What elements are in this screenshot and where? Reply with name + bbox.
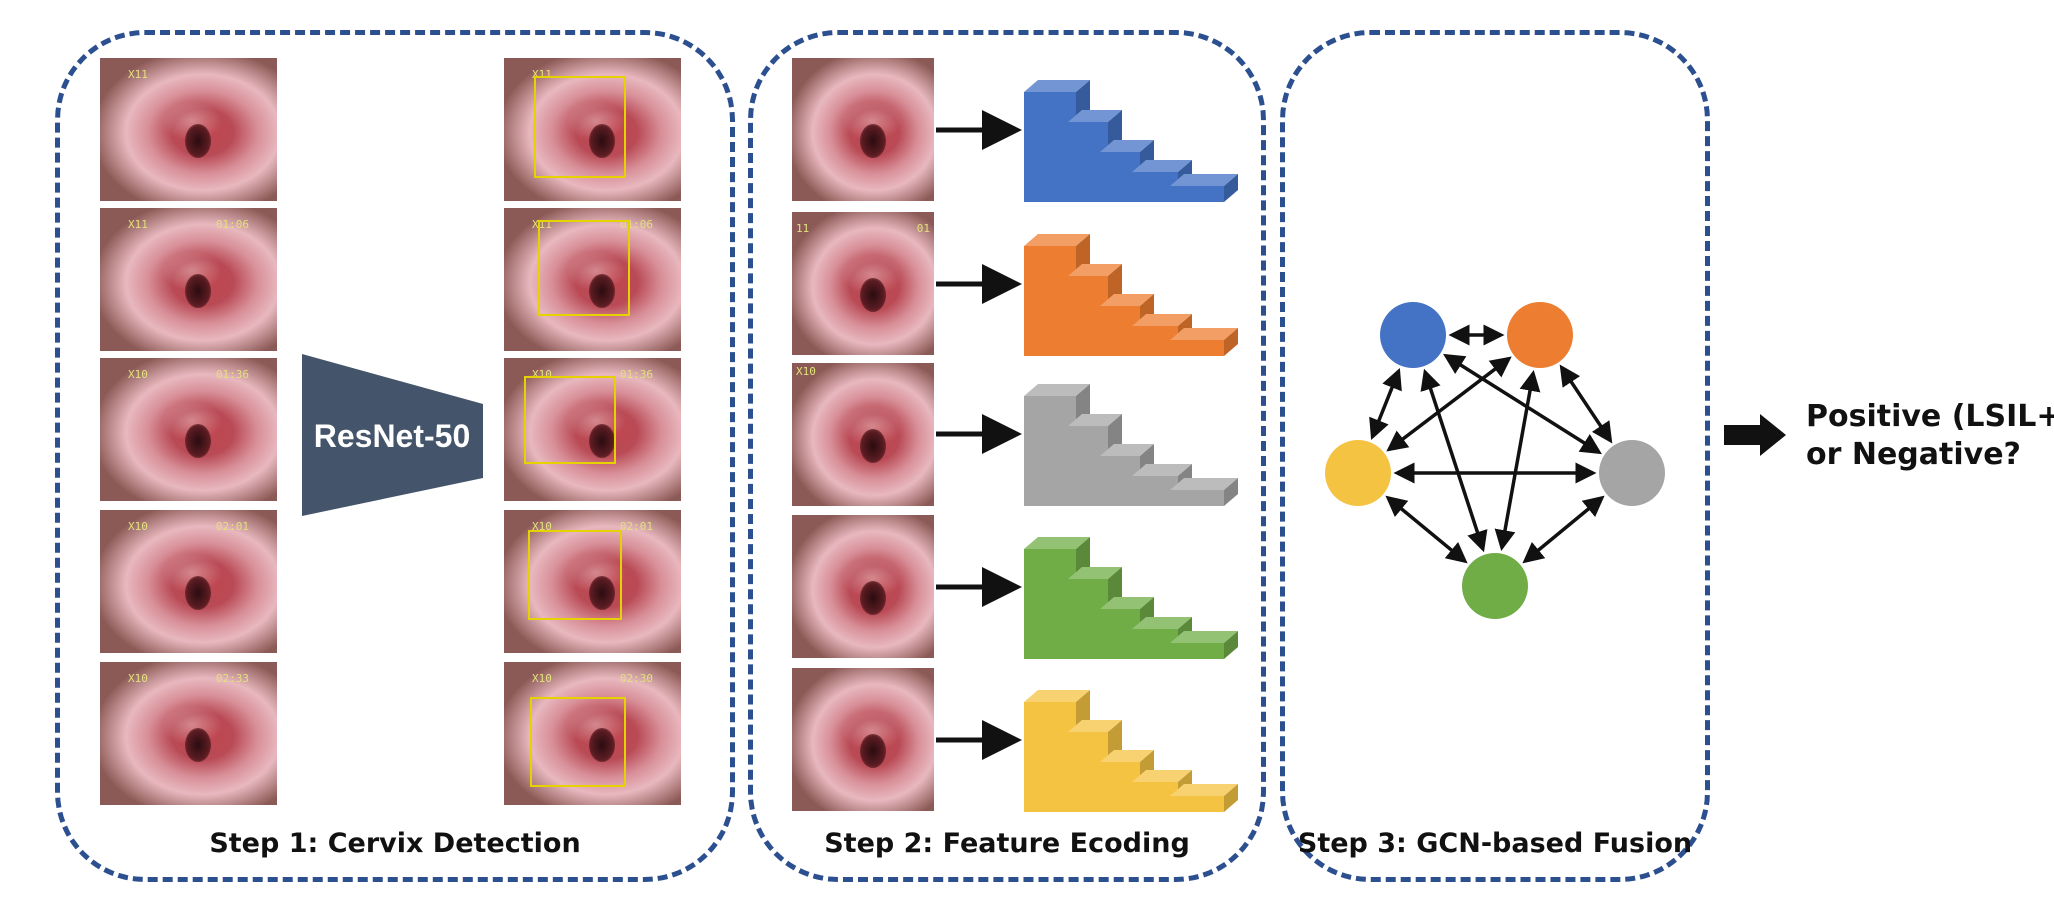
- feature-staircase: [1024, 537, 1238, 659]
- feature-bar: [1170, 796, 1224, 812]
- cropped-frame: [792, 515, 934, 658]
- raw-frame: X11: [100, 58, 277, 201]
- feature-bar: [1024, 246, 1076, 356]
- graph-edge: [1494, 369, 1541, 552]
- graph-edge: [1386, 356, 1512, 452]
- detection-box: [534, 76, 626, 178]
- step1-panel: [55, 30, 735, 882]
- graph-edge: [1559, 364, 1613, 444]
- detection-box: [528, 530, 622, 620]
- detected-frame: X11: [504, 58, 681, 201]
- resnet-label: ResNet-50: [314, 418, 471, 454]
- graph-node-orange: [1507, 302, 1573, 368]
- detection-box: [538, 220, 630, 316]
- step3-label: Step 3: GCN-based Fusion: [1297, 828, 1693, 859]
- feature-staircase: [1024, 384, 1238, 506]
- feature-bar: [1024, 549, 1076, 659]
- resnet-trapezoid: ResNet-50: [302, 354, 483, 516]
- cropped-frame: [792, 668, 934, 811]
- step1-label: Step 1: Cervix Detection: [209, 828, 581, 859]
- feature-bar: [1170, 643, 1224, 659]
- step2-label: Step 2: Feature Ecoding: [824, 828, 1190, 859]
- feature-bar: [1024, 396, 1076, 506]
- feature-bar: [1170, 186, 1224, 202]
- graph-edge: [1522, 495, 1605, 564]
- cropped-frame: [792, 58, 934, 201]
- detection-box: [524, 376, 616, 464]
- graph-edge: [1369, 367, 1402, 441]
- feature-bar: [1170, 490, 1224, 506]
- feature-staircase: [1024, 234, 1238, 356]
- graph-node-green: [1462, 553, 1528, 619]
- feature-staircase: [1024, 690, 1238, 812]
- graph-edge: [1385, 495, 1468, 564]
- gcn-graph: [1325, 302, 1665, 619]
- graph-node-blue: [1380, 302, 1446, 368]
- feature-staircase: [1024, 80, 1238, 202]
- result-line-2: or Negative?: [1806, 437, 2021, 472]
- graph-node-gray: [1599, 440, 1665, 506]
- cropped-frame: X10: [792, 363, 934, 506]
- result-line-1: Positive (LSIL+): [1806, 399, 2054, 434]
- feature-bar: [1024, 92, 1076, 202]
- step2-panel: [748, 30, 1266, 882]
- detection-box: [530, 697, 626, 787]
- output-arrow-icon: [1724, 414, 1786, 456]
- step3-panel: [1280, 30, 1710, 882]
- graph-node-yellow: [1325, 440, 1391, 506]
- result-text: Positive (LSIL+) or Negative?: [1806, 398, 2054, 474]
- feature-bar: [1024, 702, 1076, 812]
- feature-bar: [1170, 340, 1224, 356]
